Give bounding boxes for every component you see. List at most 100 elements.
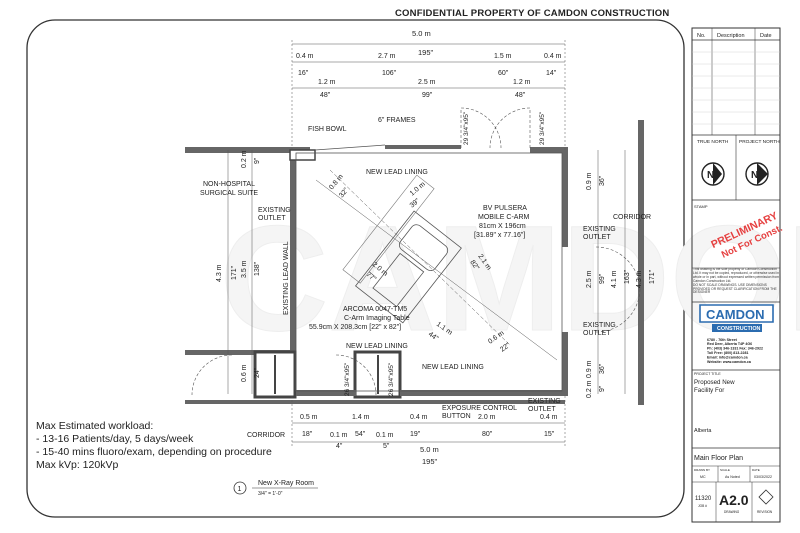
rev-col-date: Date <box>760 33 772 39</box>
corridor-label: CORRIDOR <box>613 214 651 221</box>
dim-bottom-total-in: 195" <box>422 457 438 466</box>
drawing-label: DRAWING <box>724 510 740 514</box>
workload-note: Max Estimated workload: - 13-16 Patients… <box>36 420 272 472</box>
svg-text:CONSTRUCTION: CONSTRUCTION <box>717 326 761 332</box>
project-north-symbol: N <box>751 170 758 181</box>
svg-text:2.5 m: 2.5 m <box>586 270 593 288</box>
dim-top: 48" <box>320 92 331 99</box>
c-arm-label: BV PULSERA <box>483 205 527 212</box>
dim-bottom: 0.4 m <box>410 414 428 421</box>
project-location: Alberta <box>694 428 712 434</box>
svg-text:4.1 m: 4.1 m <box>611 270 618 288</box>
dim-top: 1.2 m <box>513 79 531 86</box>
scale-value: As Noted <box>725 475 740 479</box>
c-arm-label: MOBILE C-ARM <box>478 214 530 221</box>
frames-label: 6" FRAMES <box>378 117 416 124</box>
dim-bottom: 19" <box>410 431 421 438</box>
dim-bottom: 54" <box>355 431 366 438</box>
svg-text:3.5 m: 3.5 m <box>241 260 248 278</box>
dims-left: 0.2 m 9" 4.3 m 171" 3.5 m 138" 0.6 m 24" <box>216 150 261 382</box>
date-label: DATE <box>752 468 760 472</box>
svg-text:0.2 m: 0.2 m <box>586 380 593 398</box>
svg-text:171": 171" <box>231 265 238 280</box>
disclaimer: This drawing is the sole property of Cam… <box>693 268 779 294</box>
table-label: ARCOMA 0047-TM5 <box>343 306 407 313</box>
svg-text:4.3 m: 4.3 m <box>216 264 223 282</box>
website: Website: www.camdon.ca <box>707 360 752 364</box>
door-labels: 29 3/4"x95" 29 3/4"x95" 26 3/4"x95" 26 3… <box>344 111 546 396</box>
address-2: Red Deer, Alberta T4P 4G6 <box>707 342 752 346</box>
camdon-logo: CAMDON CONSTRUCTION <box>699 304 774 332</box>
stamp-label: STAMP <box>694 204 708 209</box>
svg-text:0.9 m: 0.9 m <box>586 172 593 190</box>
dim-bottom: 1.4 m <box>352 414 370 421</box>
svg-text:0.2 m: 0.2 m <box>241 150 248 168</box>
existing-outlet-label: OUTLET <box>583 234 611 241</box>
callout-title: New X-Ray Room <box>258 480 314 487</box>
dim-top: 0.4 m <box>544 53 562 60</box>
non-hospital-label: NON-HOSPITAL <box>203 181 255 188</box>
svg-text:4.3 m: 4.3 m <box>636 270 643 288</box>
dim-bottom: 2.0 m <box>478 414 496 421</box>
dim-top: 1.2 m <box>318 79 336 86</box>
dim-top-total-in: 195" <box>418 48 434 57</box>
date-value: 03/03/2022 <box>754 475 772 479</box>
toll-free: Toll Free: (800) 813-2281 <box>707 351 748 355</box>
existing-outlet-label: EXISTING <box>528 398 561 405</box>
svg-text:26 3/4"x95": 26 3/4"x95" <box>388 362 395 396</box>
rev-col-desc: Description <box>717 33 745 39</box>
dim-bottom-total: 5.0 m <box>420 445 439 454</box>
scale-label: SCALE <box>720 468 730 472</box>
existing-outlet-label: EXISTING <box>258 207 291 214</box>
new-lead-lining-label: NEW LEAD LINING <box>346 343 408 350</box>
svg-text:138": 138" <box>254 261 261 276</box>
sheet-name: Main Floor Plan <box>694 455 743 462</box>
dim-bottom: 0.4 m <box>540 414 558 421</box>
job-label: JOB # <box>698 504 707 508</box>
sheet-number: A2.0 <box>719 492 749 508</box>
new-lead-lining-label: NEW LEAD LINING <box>366 169 428 176</box>
svg-text:29 3/4"x95": 29 3/4"x95" <box>539 111 546 145</box>
address-1: 6780 - 76th Street <box>707 338 738 342</box>
existing-outlet-label: OUTLET <box>528 406 556 413</box>
view-callout: 1 New X-Ray Room 3/4" = 1'-0" <box>233 480 318 497</box>
revision-label: REVISION <box>757 510 773 514</box>
svg-text:26 3/4"x95": 26 3/4"x95" <box>344 362 351 396</box>
revision-diamond-icon <box>758 489 774 505</box>
project-title-1: Proposed New <box>694 379 735 386</box>
surgical-suite-label: SURGICAL SUITE <box>200 190 258 197</box>
svg-text:99": 99" <box>599 273 606 284</box>
c-arm-label: 81cm X 196cm <box>479 223 526 230</box>
dim-bottom: 4" <box>336 443 343 450</box>
diag-dim: 82" <box>468 259 480 272</box>
dims-right: 0.9 m 36" 2.5 m 99" 4.1 m 163" 4.3 m 171… <box>586 172 656 398</box>
true-north-icon: N <box>701 162 725 186</box>
svg-text:0.6 m: 0.6 m <box>241 364 248 382</box>
email: Email: info@camdon.ca <box>707 356 749 360</box>
title-block: No. Description Date TRUE NORTH PROJECT … <box>691 27 784 523</box>
svg-text:29 3/4"x95": 29 3/4"x95" <box>463 111 470 145</box>
project-north-icon: N <box>745 162 769 186</box>
fish-bowl-label: FISH BOWL <box>308 126 347 133</box>
project-title-2: Facility For <box>694 387 724 394</box>
svg-text:36": 36" <box>599 363 606 374</box>
svg-text:0.9 m: 0.9 m <box>586 360 593 378</box>
true-north-symbol: N <box>707 170 714 181</box>
svg-text:163": 163" <box>624 269 631 284</box>
dim-top: 16" <box>298 70 309 77</box>
dim-bottom: 15" <box>544 431 555 438</box>
c-arm-label: [31.89" x 77.16"] <box>474 232 525 239</box>
dim-top: 106" <box>382 70 397 77</box>
drawn-label: DRAWN BY <box>694 468 710 472</box>
true-north-label: TRUE NORTH <box>697 139 729 145</box>
rev-col-no: No. <box>697 33 706 39</box>
callout-number: 1 <box>238 486 242 493</box>
existing-outlet-label: EXISTING <box>583 322 616 329</box>
confidential-header: CONFIDENTIAL PROPERTY OF CAMDON CONSTRUC… <box>395 8 670 19</box>
existing-outlet-label: OUTLET <box>258 215 286 222</box>
svg-text:9": 9" <box>254 157 261 164</box>
corridor-label: CORRIDOR <box>247 432 285 439</box>
exposure-control-label: BUTTON <box>442 413 471 420</box>
dim-top: 48" <box>515 92 526 99</box>
workload-line: - 13-16 Patients/day, 5 days/week <box>36 433 194 445</box>
